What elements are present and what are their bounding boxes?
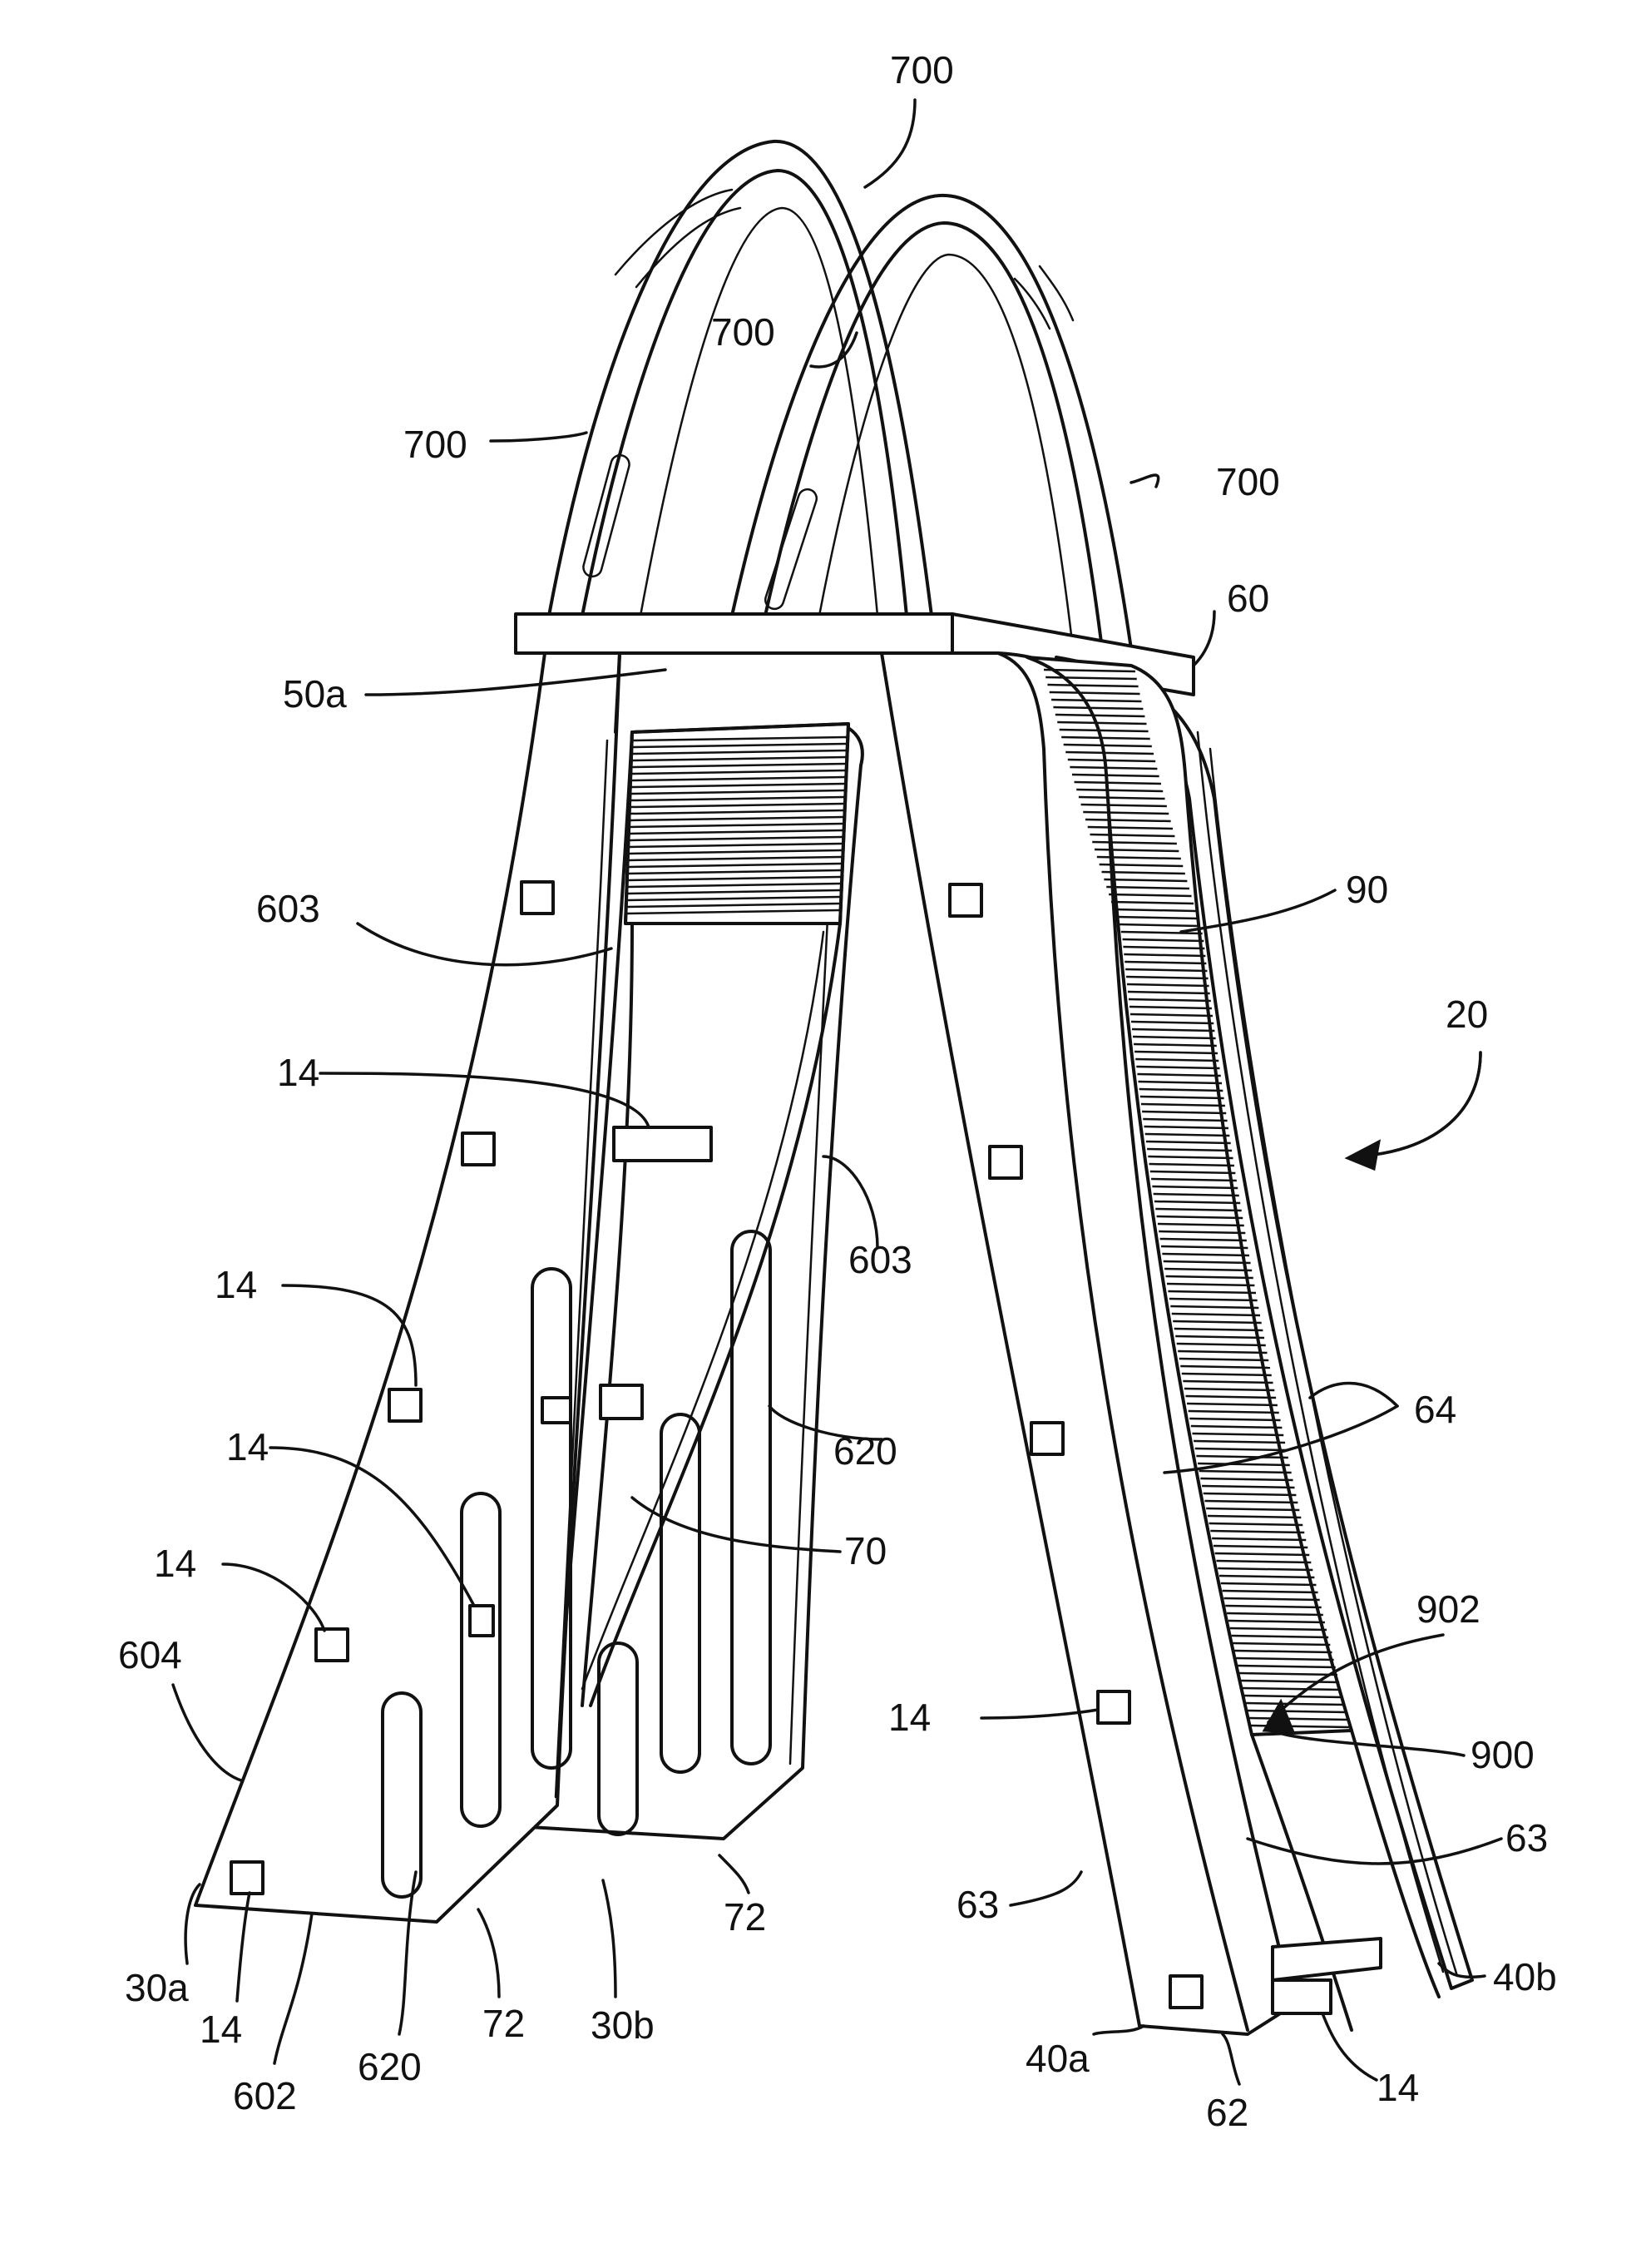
label-604: 604 [118, 1633, 182, 1676]
label-700-right: 700 [1216, 460, 1280, 503]
label-14-left-low: 14 [226, 1425, 269, 1468]
label-14-foot-left: 14 [200, 2008, 242, 2051]
label-62: 62 [1206, 2091, 1248, 2134]
label-14-upper: 14 [277, 1051, 319, 1094]
label-40b: 40b [1493, 1955, 1557, 1998]
label-14-left-mid: 14 [215, 1263, 257, 1306]
label-50a: 50a [283, 672, 347, 716]
ladder-arrow [1347, 1052, 1480, 1169]
label-700-inner: 700 [711, 310, 775, 354]
label-603-mid: 603 [848, 1238, 912, 1281]
label-14-foot-right: 14 [1377, 2066, 1419, 2109]
label-30b: 30b [591, 2003, 655, 2047]
label-70: 70 [844, 1529, 887, 1572]
label-64: 64 [1414, 1388, 1456, 1431]
label-603-upper: 603 [256, 887, 320, 930]
label-20: 20 [1446, 993, 1488, 1036]
peg-upper-left [614, 1127, 711, 1161]
label-900: 900 [1471, 1733, 1535, 1776]
label-60: 60 [1227, 577, 1269, 620]
label-902: 902 [1416, 1587, 1480, 1631]
label-620-right: 620 [833, 1429, 897, 1473]
label-63-front: 63 [956, 1883, 999, 1926]
label-602: 602 [233, 2074, 297, 2117]
label-14-right-low: 14 [888, 1696, 931, 1739]
label-72-mid: 72 [724, 1895, 766, 1939]
label-700-top: 700 [890, 48, 954, 92]
peg-low-left [470, 1606, 493, 1636]
label-90: 90 [1346, 868, 1388, 911]
label-30a: 30a [125, 1966, 189, 2009]
label-40a: 40a [1026, 2037, 1090, 2080]
left-front-section [195, 653, 620, 1922]
handrail-arch-right [732, 196, 1131, 649]
label-620-lower: 620 [358, 2045, 422, 2088]
handrail-arch-left [549, 141, 932, 616]
label-72-left: 72 [482, 2002, 525, 2045]
label-14-lower-left: 14 [154, 1542, 196, 1585]
label-63-back: 63 [1505, 1816, 1548, 1859]
label-700-left: 700 [403, 423, 467, 466]
